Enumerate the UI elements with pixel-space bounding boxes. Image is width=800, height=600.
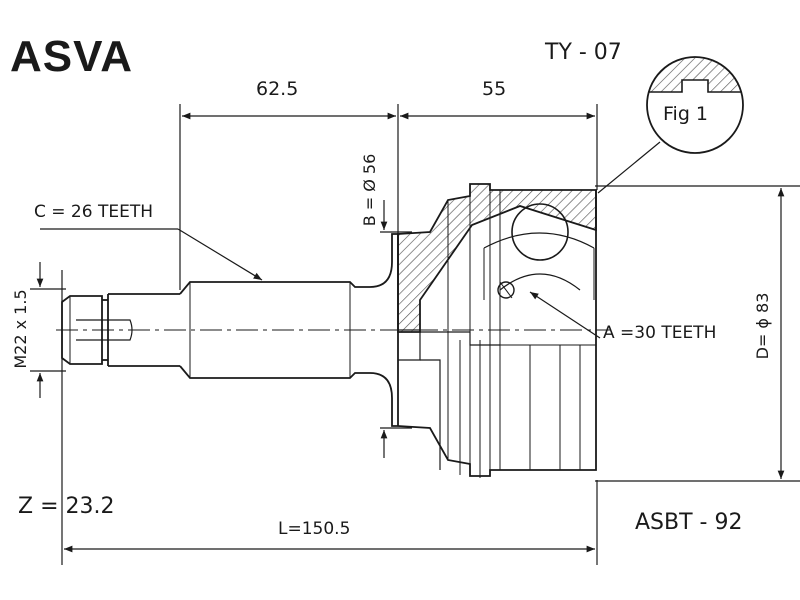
outer-diameter-label: D= ϕ 83 xyxy=(753,292,772,360)
housing xyxy=(397,190,597,478)
shaft xyxy=(61,233,398,427)
thread-label: M22 x 1.5 xyxy=(11,289,30,369)
figure-label: Fig 1 xyxy=(663,103,709,125)
z-value-label: Z = 23.2 xyxy=(18,494,115,519)
bearing-diameter-label: B = Ø 56 xyxy=(360,153,379,227)
housing-section xyxy=(397,183,597,333)
shaft-length-label: 62.5 xyxy=(256,78,299,100)
total-length-label: L=150.5 xyxy=(278,519,351,539)
part-code: TY - 07 xyxy=(545,40,622,65)
brand-logo: ASVA xyxy=(10,32,133,81)
outer-spline-label: C = 26 TEETH xyxy=(34,202,153,222)
inner-spline-label: A =30 TEETH xyxy=(603,323,717,343)
cross-reference-code: ASBT - 92 xyxy=(635,510,743,535)
housing-length-label: 55 xyxy=(482,78,507,100)
